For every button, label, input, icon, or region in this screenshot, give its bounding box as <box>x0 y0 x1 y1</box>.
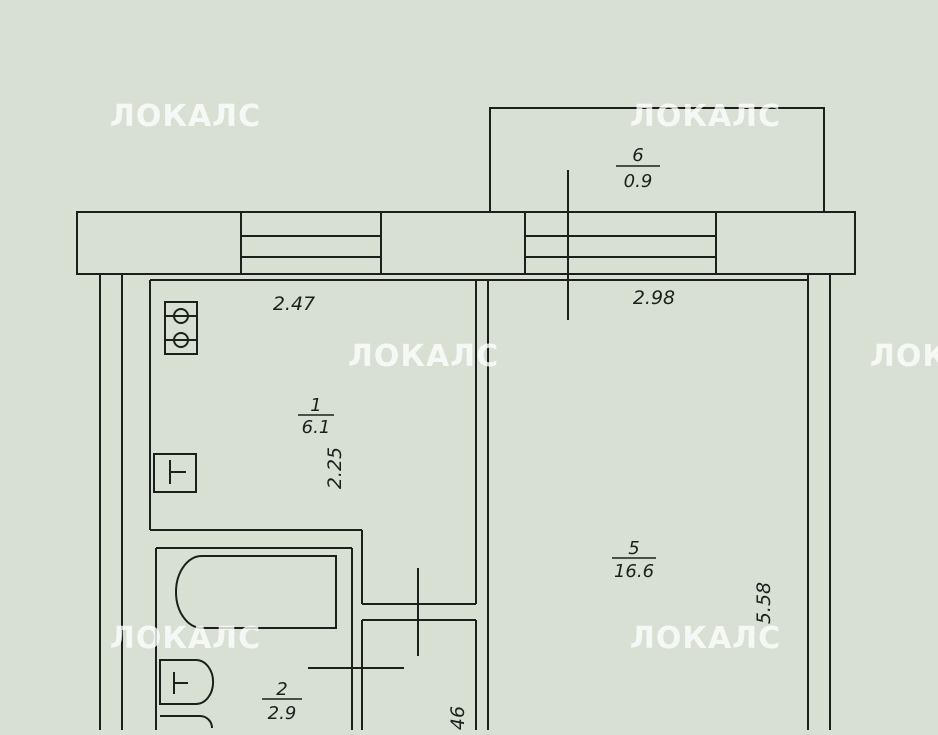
room-2-label: 2 2.9 <box>262 679 302 724</box>
room-5-label: 5 16.6 <box>612 538 656 582</box>
sink-icon <box>160 715 213 729</box>
room-1-area: 6.1 <box>302 417 331 438</box>
room-2-area: 2.9 <box>268 703 297 724</box>
room-6-label: 6 0.9 <box>616 145 660 192</box>
room-6-area: 0.9 <box>624 171 653 192</box>
room-1-number: 1 <box>310 395 321 416</box>
bathtub-icon <box>175 555 337 629</box>
watermark-text: ЛОКАЛС <box>110 621 261 656</box>
room-2-number: 2 <box>276 679 287 700</box>
watermark-text: ЛОКАЛС <box>630 621 781 656</box>
watermark-text: ЛОКАЛС <box>630 99 781 134</box>
window-room <box>524 212 717 274</box>
watermark-text: ЛОКАЛС <box>870 339 938 374</box>
room-6-number: 6 <box>632 145 643 166</box>
dimension-room-width: 2.98 <box>633 287 675 309</box>
watermark-text: ЛОКАЛС <box>110 99 261 134</box>
dimension-kitchen-width: 2.47 <box>273 293 315 315</box>
room-1-label: 1 6.1 <box>298 395 334 438</box>
hallway-walls <box>361 619 477 730</box>
kitchen-sink-icon <box>153 453 197 493</box>
stove-icon <box>164 301 198 355</box>
exterior-wall <box>76 211 856 275</box>
watermark-text: ЛОКАЛС <box>348 339 499 374</box>
dimension-hallway: 46 <box>447 706 469 730</box>
left-wall <box>99 274 123 730</box>
partition-wall <box>476 279 489 730</box>
right-wall <box>807 274 831 730</box>
toilet-icon <box>159 659 215 705</box>
room-5-area: 16.6 <box>614 561 654 582</box>
window-kitchen <box>240 212 382 274</box>
room-5-number: 5 <box>628 538 639 559</box>
dimension-kitchen-depth: 2.25 <box>324 447 346 489</box>
dimension-room-depth: 5.58 <box>753 582 775 624</box>
room-2-walls <box>155 547 353 730</box>
